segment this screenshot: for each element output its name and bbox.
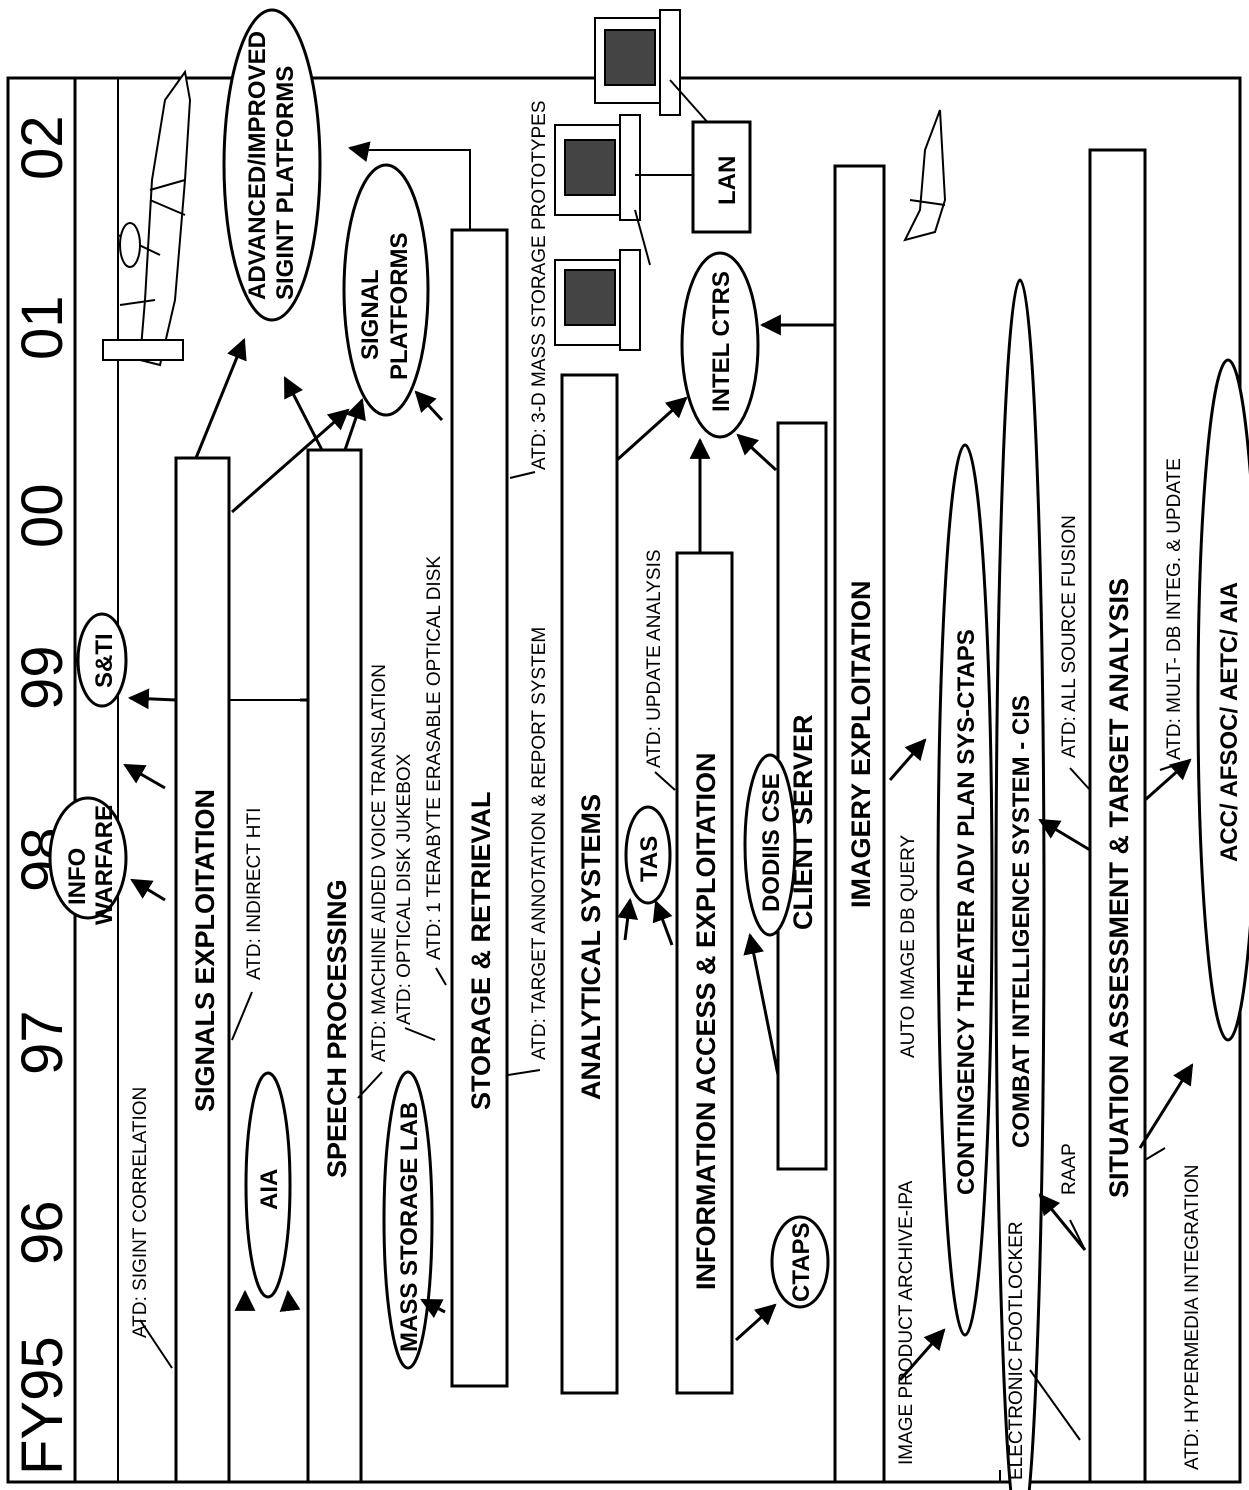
auto-image-db-query: AUTO IMAGE DB QUERY	[898, 835, 919, 1058]
dodiis-cse-label: DODIIS CSE	[758, 773, 785, 912]
oval-mass-storage-lab	[382, 1070, 434, 1370]
year-97: 97	[10, 1010, 75, 1075]
oval-labels: INFO WARFARE S&TI AIA MASS STORAGE LAB T…	[64, 31, 1243, 1352]
bar-situation-assessment	[1088, 148, 1147, 1484]
atd-all-source-fusion: ATD: ALL SOURCE FUSION	[1059, 515, 1080, 758]
label-speech-processing: SPEECH PROCESSING	[322, 879, 352, 1178]
atd-mult-db: ATD: MULT- DB INTEG. & UPDATE	[1164, 458, 1185, 760]
bar-analytical-systems	[560, 373, 619, 1395]
year-96: 96	[10, 1200, 75, 1265]
ovals	[48, 8, 1249, 1490]
bar-labels: SIGNALS EXPLOITATION SPEECH PROCESSING S…	[190, 578, 1134, 1290]
workstation-icon-2	[554, 114, 641, 221]
oval-advanced-sigint	[222, 8, 322, 322]
atd-indirect-hti: ATD: INDIRECT HTI	[244, 808, 265, 980]
acc-afsoc-label: ACC/ AFSOC/ AETC/ AIA	[1216, 582, 1243, 862]
oval-intel-ctrs	[680, 251, 760, 439]
oval-dodiis-cse	[743, 753, 797, 937]
label-situation-assessment: SITUATION ASSESSMENT & TARGET ANALYSIS	[1104, 578, 1134, 1198]
lan-network	[634, 79, 711, 266]
workstation-icon-1	[554, 249, 641, 351]
advanced-sigint-line1: ADVANCED/IMPROVED	[244, 31, 271, 300]
signal-platforms-line2: PLATFORMS	[386, 232, 413, 380]
signal-platforms-line1: SIGNAL	[357, 269, 384, 360]
combat-intelligence-label: COMBAT INTELLIGENCE SYSTEM - CIS	[1008, 695, 1035, 1148]
atd-sigint-correlation: ATD: SIGINT CORRELATION	[130, 1087, 151, 1338]
intel-ctrs-label: INTEL CTRS	[708, 271, 735, 412]
atd-optical-jukebox: ATD: OPTICAL DISK JUKEBOX	[394, 753, 415, 1025]
aia-label: AIA	[256, 1169, 283, 1210]
atd-update-analysis: ATD: UPDATE ANALYSIS	[644, 549, 665, 768]
image-product-archive: IMAGE PRODUCT ARCHIVE-IPA	[896, 1180, 917, 1465]
bar-speech-processing	[306, 448, 363, 1484]
oval-acc-afsoc	[1196, 358, 1249, 1042]
oval-sti	[76, 612, 128, 708]
bar-storage-retrieval	[450, 228, 509, 1388]
year-99: 99	[10, 645, 75, 710]
leader-lines	[139, 471, 1176, 1441]
atd-target-annotation: ATD: TARGET ANNOTATION & REPORT SYSTEM	[529, 627, 550, 1060]
label-storage-retrieval: STORAGE & RETRIEVAL	[466, 791, 496, 1110]
ctaps-label: CTAPS	[788, 1222, 815, 1302]
tas-label: TAS	[636, 836, 663, 882]
oval-signal-platforms	[342, 163, 430, 417]
year-00: 00	[10, 483, 75, 548]
bar-information-access	[675, 551, 734, 1395]
atd-terabyte-disk: ATD: 1 TERABYTE ERASABLE OPTICAL DISK	[424, 556, 445, 960]
program-bars	[174, 148, 1147, 1484]
label-signals-exploitation: SIGNALS EXPLOITATION	[190, 789, 220, 1112]
annotations: ATD: SIGINT CORRELATION ATD: INDIRECT HT…	[130, 100, 1203, 1480]
info-warfare-line1: INFO	[64, 848, 91, 905]
label-analytical-systems: ANALYTICAL SYSTEMS	[576, 794, 606, 1100]
raap-label: RAAP	[1059, 1143, 1080, 1195]
lan-box	[691, 120, 752, 234]
aircraft-icon	[102, 69, 192, 367]
year-ruler: FY95 96 97 98 99 00 01 02	[10, 115, 75, 1475]
atd-hypermedia: ATD: HYPERMEDIA INTEGRATION	[1182, 1165, 1203, 1470]
atd-3d-mass-storage: ATD: 3-D MASS STORAGE PROTOTYPES	[529, 100, 550, 470]
bar-imagery-exploitation	[833, 164, 886, 1484]
connectors	[229, 141, 471, 701]
oval-info-warfare	[48, 796, 128, 920]
oval-contingency-theater	[936, 443, 994, 1337]
sti-label: S&TI	[91, 633, 118, 688]
info-warfare-line2: WARFARE	[91, 805, 118, 925]
advanced-sigint-line2: SIGINT PLATFORMS	[272, 66, 299, 300]
label-imagery-exploitation: IMAGERY EXPLOITATION	[846, 580, 876, 908]
fighter-jet-icon	[903, 109, 947, 242]
bar-signals-exploitation	[174, 456, 231, 1484]
contingency-theater-label: CONTINGENCY THEATER ADV PLAN SYS-CTAPS	[953, 629, 980, 1195]
oval-tas	[624, 805, 672, 905]
oval-ctaps	[770, 1215, 830, 1309]
year-fy95: FY95	[10, 1336, 75, 1475]
mass-storage-lab-label: MASS STORAGE LAB	[396, 1102, 423, 1352]
oval-combat-intelligence	[994, 278, 1046, 1490]
workstation-icon-3	[594, 9, 681, 116]
label-information-access: INFORMATION ACCESS & EXPLOITATION	[691, 753, 721, 1291]
year-01: 01	[10, 295, 75, 360]
electronic-footlocker: ELECTRONIC FOOTLOCKER	[1006, 1221, 1027, 1480]
atd-machine-voice: ATD: MACHINE AIDED VOICE TRANSLATION	[369, 664, 390, 1062]
year-02: 02	[10, 115, 75, 180]
flow-arrows	[123, 314, 1194, 1381]
oval-aia	[244, 1071, 292, 1299]
lan-label: LAN	[714, 156, 741, 205]
